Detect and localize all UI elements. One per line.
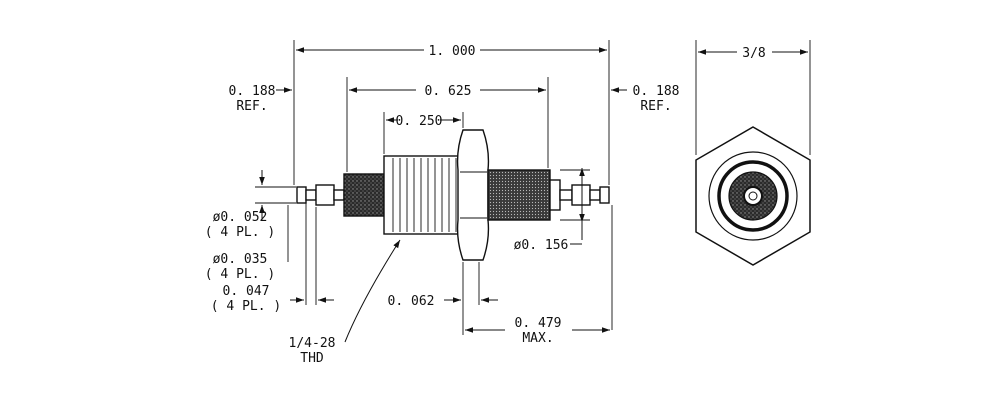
label-max-length-suffix: MAX. xyxy=(522,331,553,346)
label-nut-thickness: 0. 062 xyxy=(388,294,435,309)
left-knurled-insulator xyxy=(343,173,385,217)
label-terminal-dia-1: ø0. 052 xyxy=(213,210,268,225)
right-knurled-body xyxy=(487,169,551,221)
label-ref-left-value: 0. 188 xyxy=(229,84,276,99)
label-ref-right-value: 0. 188 xyxy=(633,84,680,99)
hex-nut-side xyxy=(456,129,490,261)
label-terminal-dia-2-qty: ( 4 PL. ) xyxy=(205,267,275,282)
dimension-labels: 1. 000 0. 625 0. 188 REF. 0. 188 REF. 0.… xyxy=(205,44,766,366)
label-terminal-dia-1-qty: ( 4 PL. ) xyxy=(205,225,275,240)
label-thread-suffix: THD xyxy=(300,351,324,366)
end-view xyxy=(695,126,811,266)
side-view xyxy=(296,129,610,261)
label-thread-spec: 1/4-28 xyxy=(289,336,336,351)
right-terminal xyxy=(549,179,610,211)
label-ref-right-suffix: REF. xyxy=(640,99,671,114)
label-terminal-dia-2: ø0. 035 xyxy=(213,252,268,267)
label-insulator-dia: ø0. 156 xyxy=(514,238,569,253)
label-terminal-len-qty: ( 4 PL. ) xyxy=(211,299,281,314)
extension-lines xyxy=(255,40,811,335)
label-thread-length: 0. 250 xyxy=(396,114,443,129)
label-terminal-len: 0. 047 xyxy=(223,284,270,299)
threaded-body xyxy=(383,155,464,235)
label-body-length: 0. 625 xyxy=(425,84,472,99)
label-hex-across-flats: 3/8 xyxy=(742,46,765,61)
label-max-length-value: 0. 479 xyxy=(515,316,562,331)
label-overall-length: 1. 000 xyxy=(429,44,476,59)
label-ref-left-suffix: REF. xyxy=(236,99,267,114)
left-terminal xyxy=(296,184,345,206)
dimension-lines xyxy=(259,47,808,343)
